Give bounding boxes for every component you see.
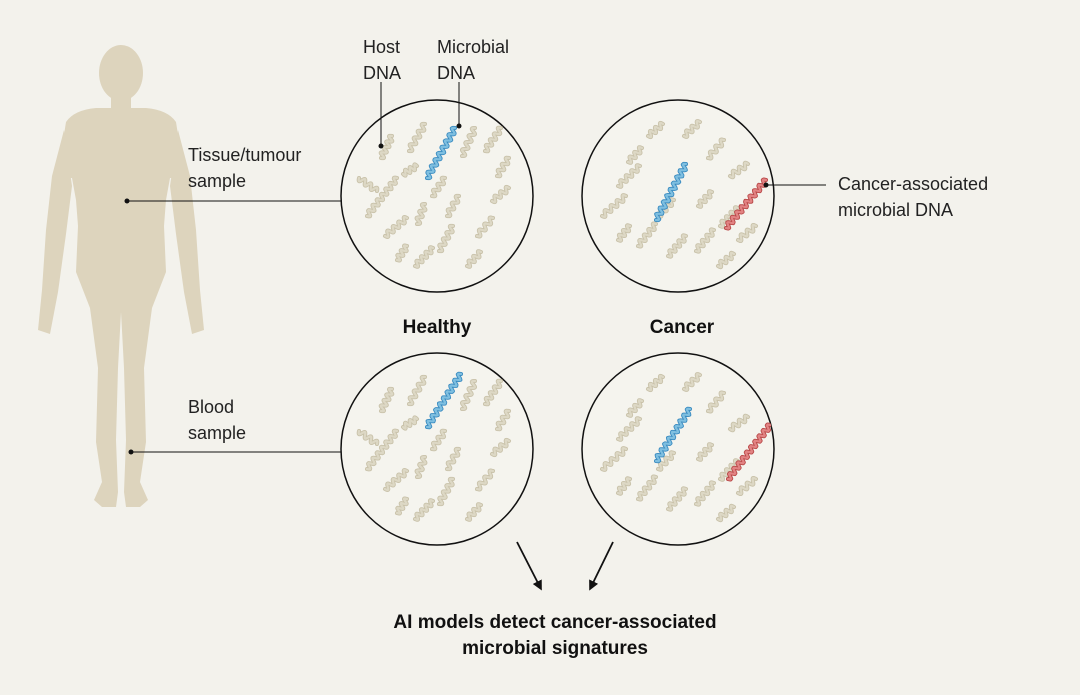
dna-strand-fill [465, 503, 483, 521]
dna-strand-fill [706, 391, 726, 413]
dna-strand-fill [460, 379, 477, 411]
dna-strand-fill [395, 244, 409, 262]
dna-strand-fill [616, 164, 642, 188]
dna-strand-fill [425, 126, 457, 180]
dna-strand-fill [706, 138, 726, 160]
dna-strand-fill [696, 443, 714, 461]
dna-strand-fill [465, 250, 483, 268]
dna-strand-fill [430, 429, 447, 451]
dna-strand-fill [654, 162, 688, 222]
dna-strand-fill [600, 447, 628, 471]
human-silhouette [38, 45, 204, 507]
dna-strand-fill [724, 178, 768, 230]
dna-strand-fill [425, 372, 463, 429]
dna-strand-fill [728, 161, 750, 179]
healthy-heading: Healthy [402, 317, 472, 338]
dna-strand-fill [616, 417, 642, 441]
dna-strand-fill [736, 476, 758, 496]
dna-strand-fill [682, 373, 702, 391]
dna-strand-fill [696, 190, 714, 208]
dna-strand-fill [483, 379, 503, 406]
cancer-arrow [589, 541, 614, 591]
dna-strand-fill [616, 224, 632, 242]
tissue-healthy-dna-strands [356, 121, 511, 269]
dna-strand-fill [490, 185, 511, 204]
dna-strand-fill [437, 224, 455, 253]
dna-strand-fill [726, 423, 772, 481]
dna-strand-fill [495, 156, 511, 178]
dna-strand-fill [395, 497, 409, 515]
dna-strand-fill [413, 499, 435, 521]
dna-strand-fill [379, 134, 394, 160]
dna-strand-fill [728, 414, 750, 432]
dna-strand-fill [383, 468, 409, 492]
dna-strand-fill [475, 469, 495, 491]
dna-strand-fill [483, 126, 503, 153]
dna-strand-fill [694, 481, 716, 506]
dna-strand-fill [616, 477, 632, 495]
cancer-heading: Cancer [649, 317, 715, 338]
dna-strand-fill [654, 407, 692, 463]
dna-strand-fill [600, 194, 628, 218]
dna-strand-fill [437, 477, 455, 506]
blood-cancer-circle [581, 352, 775, 546]
dna-strand-fill [626, 399, 644, 417]
dna-strand-fill [666, 487, 688, 511]
blood-cancer-dna-strands [600, 372, 772, 523]
dna-strand-fill [646, 121, 665, 139]
dna-strand-fill [495, 409, 511, 431]
dna-strand-fill [407, 122, 427, 153]
dna-strand-fill [646, 374, 665, 392]
dna-strand-fill [636, 475, 658, 501]
tissue-cancer-circle [581, 99, 775, 293]
dna-strand-fill [445, 447, 461, 471]
dna-strand-fill [716, 251, 736, 269]
tissue-cancer-dna-strands [600, 119, 768, 270]
dna-strand-fill [357, 429, 379, 446]
dna-strand-fill [415, 202, 427, 226]
dna-strand-fill [365, 429, 399, 471]
leader-dots [124, 123, 769, 455]
dna-strand-fill [656, 451, 676, 471]
healthy-arrow [516, 541, 542, 591]
dna-strand-fill [407, 375, 427, 406]
dna-strand-fill [383, 215, 409, 239]
dna-strand-fill [460, 126, 477, 158]
dna-strand-fill [716, 504, 736, 522]
dna-strand-fill [682, 120, 702, 138]
dna-strand-fill [445, 194, 461, 218]
dna-strand-fill [430, 176, 447, 198]
dna-strand-fill [365, 176, 399, 218]
dna-strand-fill [666, 234, 688, 258]
dna-strand-fill [401, 416, 419, 430]
dna-strand-fill [736, 223, 758, 243]
dna-strand-fill [636, 222, 658, 248]
dna-strand-fill [490, 438, 511, 457]
dna-strand-fill [413, 246, 435, 268]
dna-strand-fill [475, 216, 495, 238]
dna-strand-fill [357, 176, 379, 193]
dna-strand-fill [379, 387, 394, 413]
blood-healthy-dna-strands [356, 371, 511, 522]
dna-strand-fill [626, 146, 644, 164]
leader-lines [127, 82, 826, 453]
dna-strand-fill [415, 455, 427, 479]
dna-strand-fill [401, 163, 419, 177]
dna-strand-fill [694, 228, 716, 253]
